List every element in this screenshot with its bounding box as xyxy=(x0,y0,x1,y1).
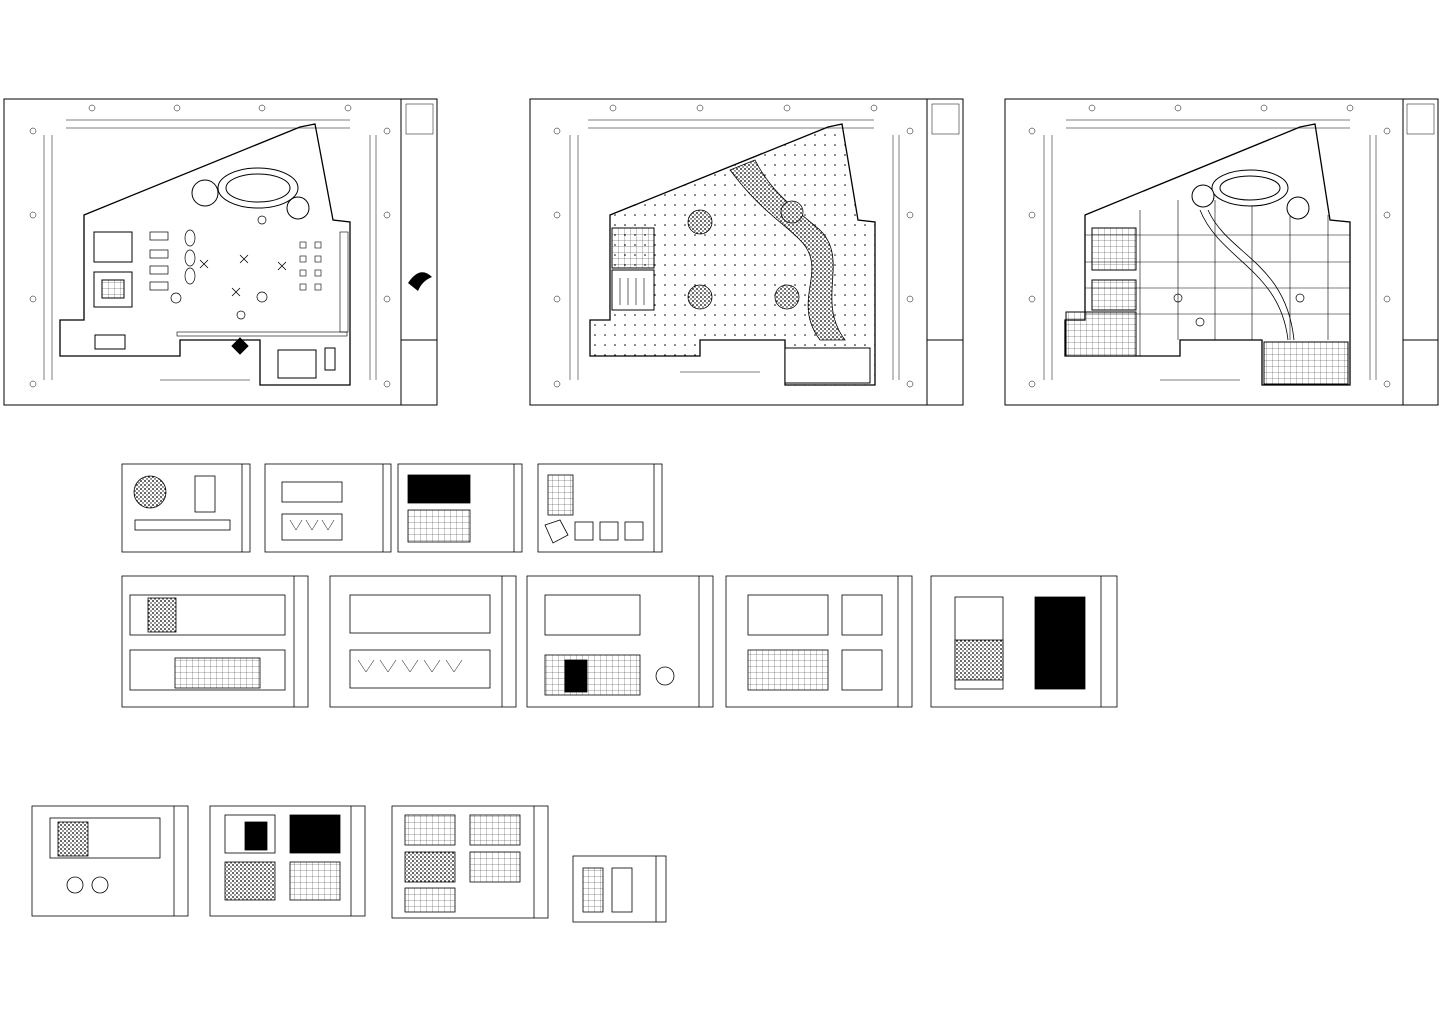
sheet-detail-row1[interactable] xyxy=(121,463,663,553)
sheet-floor-finish-plan[interactable] xyxy=(1004,98,1439,406)
sheet-ceiling-plan[interactable] xyxy=(529,98,964,406)
sheet-detail-row3[interactable] xyxy=(31,805,667,923)
sheet-elevations-row2[interactable] xyxy=(121,575,1118,708)
sheet-floor-plan[interactable] xyxy=(3,98,438,406)
